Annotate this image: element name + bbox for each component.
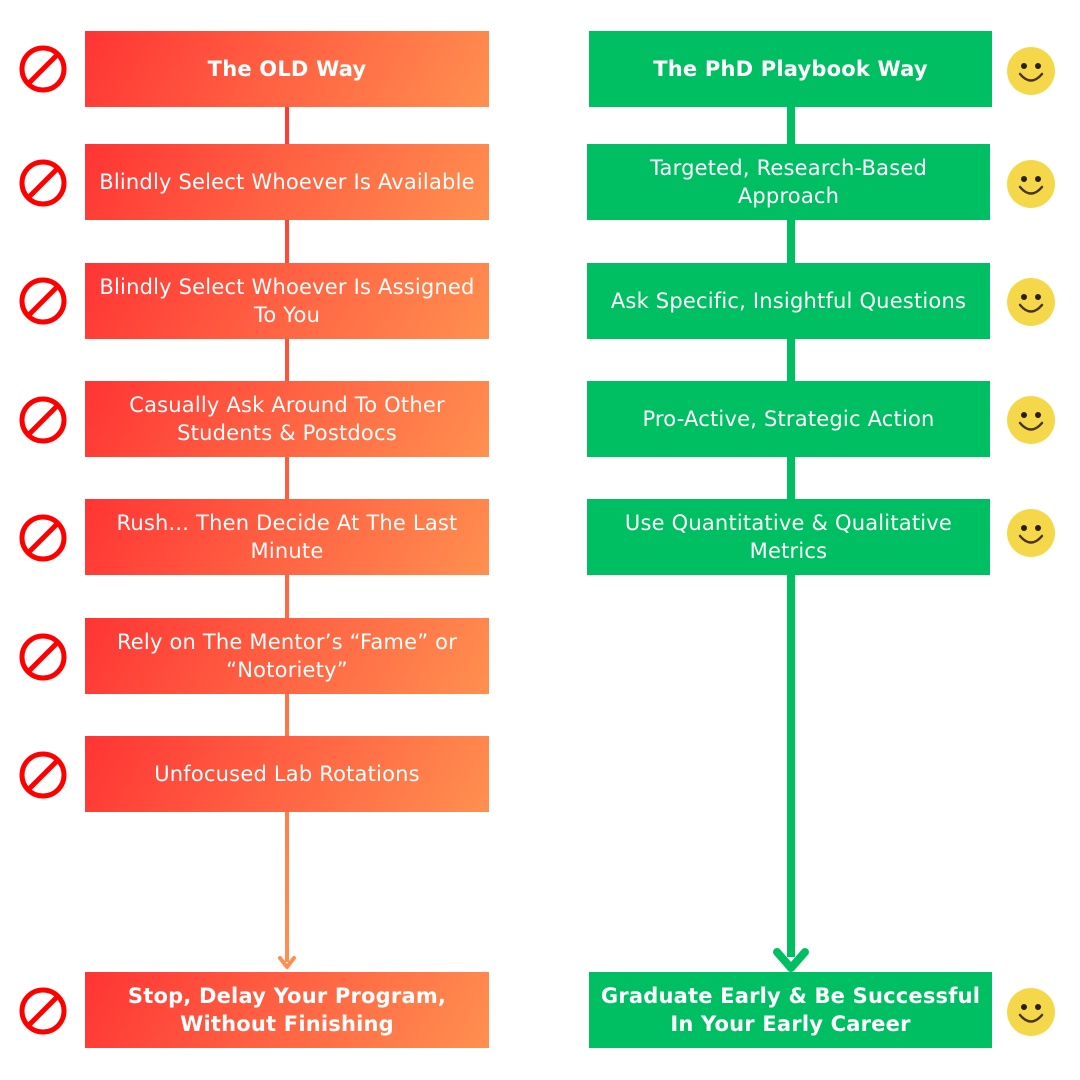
prohibited-icon bbox=[19, 277, 67, 325]
prohibited-icon bbox=[19, 159, 67, 207]
smiley-face-icon bbox=[1007, 160, 1055, 208]
prohibited-icon bbox=[19, 633, 67, 681]
old-way-step: Unfocused Lab Rotations bbox=[85, 736, 489, 812]
smiley-face-icon bbox=[1007, 509, 1055, 557]
prohibited-icon bbox=[19, 987, 67, 1035]
smiley-face-icon bbox=[1007, 396, 1055, 444]
new-way-outcome: Graduate Early & Be Successful In Your E… bbox=[589, 972, 992, 1048]
old-way-step: Blindly Select Whoever Is Available bbox=[85, 144, 489, 220]
smiley-face-icon bbox=[1007, 988, 1055, 1036]
smiley-face-icon bbox=[1007, 47, 1055, 95]
new-way-step: Use Quantitative & Qualitative Metrics bbox=[587, 499, 990, 575]
old-way-step: Rely on The Mentor’s “Fame” or “Notoriet… bbox=[85, 618, 489, 694]
old-way-header: The OLD Way bbox=[85, 31, 489, 107]
smiley-face-icon bbox=[1007, 278, 1055, 326]
new-way-arrowhead-icon bbox=[773, 948, 809, 972]
old-way-outcome: Stop, Delay Your Program, Without Finish… bbox=[85, 972, 489, 1048]
old-way-step: Rush... Then Decide At The Last Minute bbox=[85, 499, 489, 575]
prohibited-icon bbox=[19, 396, 67, 444]
old-way-step: Casually Ask Around To Other Students & … bbox=[85, 381, 489, 457]
prohibited-icon bbox=[19, 514, 67, 562]
old-way-step: Blindly Select Whoever Is Assigned To Yo… bbox=[85, 263, 489, 339]
prohibited-icon bbox=[19, 751, 67, 799]
new-way-step: Targeted, Research-Based Approach bbox=[587, 144, 990, 220]
new-way-step: Pro-Active, Strategic Action bbox=[587, 381, 990, 457]
old-way-arrowhead-icon bbox=[278, 956, 296, 969]
prohibited-icon bbox=[19, 45, 67, 93]
new-way-header: The PhD Playbook Way bbox=[589, 31, 992, 107]
new-way-step: Ask Specific, Insightful Questions bbox=[587, 263, 990, 339]
